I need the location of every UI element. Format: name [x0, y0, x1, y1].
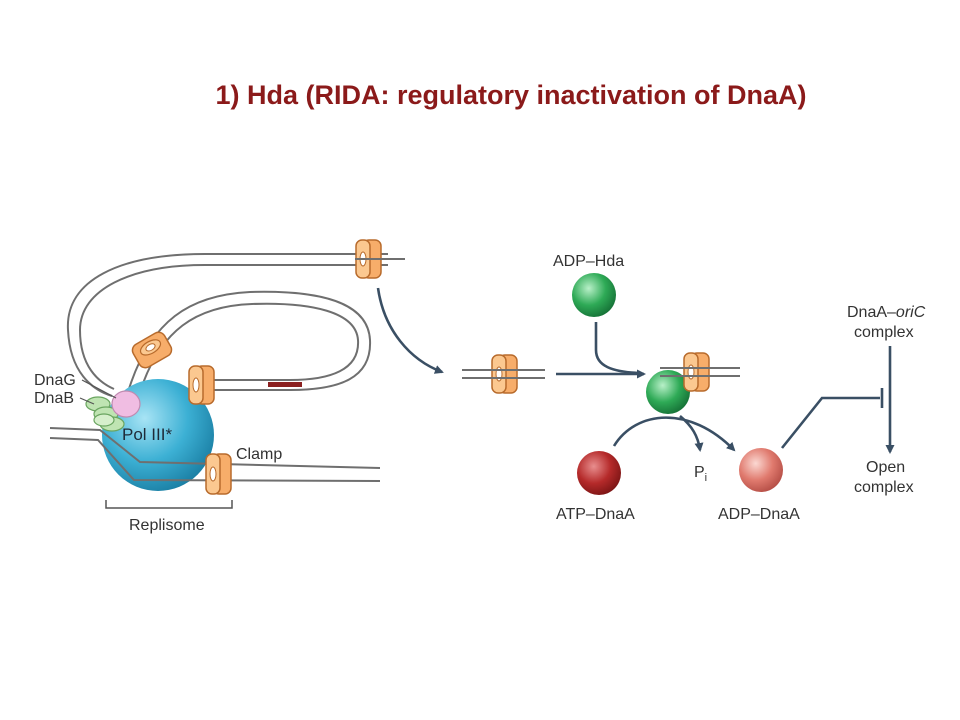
leading-strand-bottom: [49, 437, 381, 482]
rna-primer: [268, 382, 302, 387]
label-dnaa-oric: DnaA–oriC: [847, 304, 926, 321]
clamp-ring-released: [491, 354, 518, 394]
lagging-strand-inner-loop: [127, 290, 372, 393]
label-dnag: DnaG: [34, 372, 76, 389]
label-open: Open: [866, 459, 905, 476]
lagging-strand-inner-loop-inner: [139, 302, 360, 393]
replisome-bracket: [105, 500, 233, 509]
arrow-hda-binding: [594, 322, 641, 375]
lagging-strand-outer-loop-inner: [78, 264, 388, 390]
label-pol-iii: Pol III*: [122, 425, 172, 444]
arrow-released-clamp: [376, 287, 444, 374]
leader-dnag: [81, 379, 117, 399]
lagging-strand-outer-loop: [66, 253, 388, 397]
adp-hda-ball: [572, 273, 616, 317]
hda-bound-ball: [646, 370, 690, 414]
label-adp-hda: ADP–Hda: [553, 253, 624, 270]
clamp-ring-tilted: [131, 331, 173, 369]
label-adp-dnaa: ADP–DnaA: [718, 506, 800, 523]
clamp-ring-hda-complex: [683, 352, 710, 392]
label-dnaa-oric-complex: complex: [854, 324, 914, 341]
dnag-primase: [111, 390, 141, 418]
leading-strand-top: [49, 427, 381, 469]
label-pi: Pi: [694, 464, 707, 484]
label-atp-dnaa: ATP–DnaA: [556, 506, 635, 523]
clamp-ring-leading: [205, 453, 232, 495]
clamp-ring-lagging: [188, 365, 215, 405]
inhibition-line: [780, 396, 880, 449]
adp-dnaa-ball: [739, 448, 783, 492]
dnab-helicase: [85, 396, 125, 432]
arrow-hydrolysis-arc: [612, 416, 736, 452]
label-open-complex: complex: [854, 479, 914, 496]
label-clamp: Clamp: [236, 446, 282, 463]
label-dnab: DnaB: [34, 390, 74, 407]
leader-dnab: [79, 397, 95, 405]
label-replisome: Replisome: [129, 517, 205, 534]
slide-title: 1) Hda (RIDA: regulatory inactivation of…: [215, 80, 807, 110]
arrow-pi-release: [679, 415, 704, 452]
atp-dnaa-ball: [577, 451, 621, 495]
